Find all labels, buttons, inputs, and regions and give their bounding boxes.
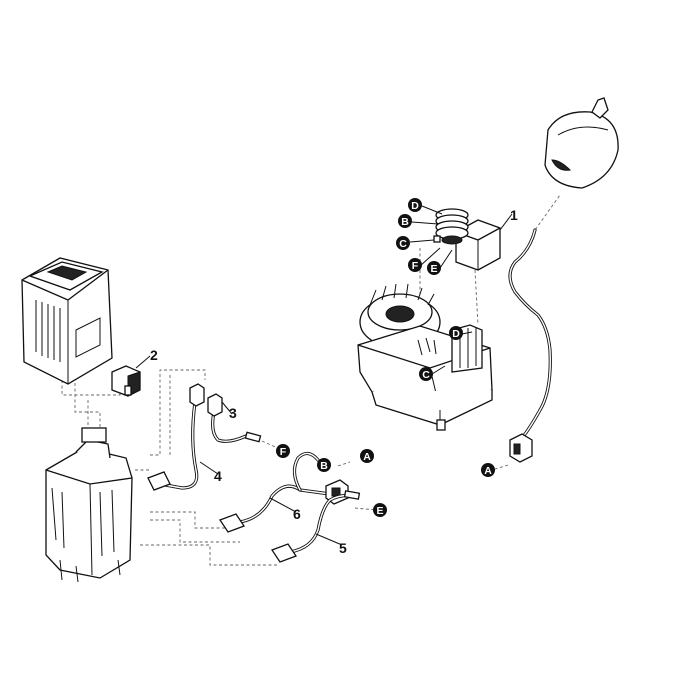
bubble-a-wire: A [360, 449, 374, 463]
part-number-6: 6 [293, 506, 301, 522]
bubble-d-switch: D [408, 198, 422, 212]
bubble-a-float: A [481, 463, 495, 477]
svg-text:A: A [363, 451, 371, 463]
svg-text:F: F [280, 446, 287, 458]
bubble-e-switch: E [427, 261, 441, 275]
svg-text:E: E [430, 263, 437, 275]
svg-text:E: E [376, 505, 383, 517]
bubble-e-wire: E [373, 503, 387, 517]
part-number-1: 1 [510, 207, 518, 223]
switch-unit [433, 208, 501, 271]
svg-text:C: C [399, 238, 407, 250]
wire-harness-5 [271, 490, 361, 563]
svg-text:F: F [412, 260, 419, 272]
svg-text:A: A [484, 465, 492, 477]
svg-text:B: B [401, 216, 409, 228]
battery-pack [21, 257, 113, 385]
connection-letter-bubbles: D B C F E D C F [276, 198, 495, 517]
wire-harness-4 [147, 383, 205, 491]
part-number-2: 2 [150, 347, 158, 363]
svg-text:B: B [320, 460, 328, 472]
wire-harness-3 [207, 393, 262, 443]
motor-drive-unit [357, 283, 493, 431]
svg-text:D: D [452, 328, 460, 340]
bubble-b-wire: B [317, 458, 331, 472]
svg-text:C: C [422, 369, 430, 381]
bubble-f-wire: F [276, 444, 290, 458]
float-switch [508, 97, 619, 463]
part-number-3: 3 [229, 405, 237, 421]
part-number-4: 4 [214, 468, 222, 484]
bubble-b-switch: B [398, 214, 412, 228]
part-number-5: 5 [339, 540, 347, 556]
cradle-housing [45, 427, 133, 583]
leader-lines [135, 205, 513, 546]
connector-block [111, 365, 141, 397]
part-number-labels: 1 2 3 4 5 6 [150, 207, 518, 556]
bubble-c-motor: C [419, 367, 433, 381]
svg-text:D: D [411, 200, 419, 212]
bubble-d-motor: D [449, 326, 463, 340]
bubble-c-switch: C [396, 236, 410, 250]
bubble-f-switch: F [408, 258, 422, 272]
